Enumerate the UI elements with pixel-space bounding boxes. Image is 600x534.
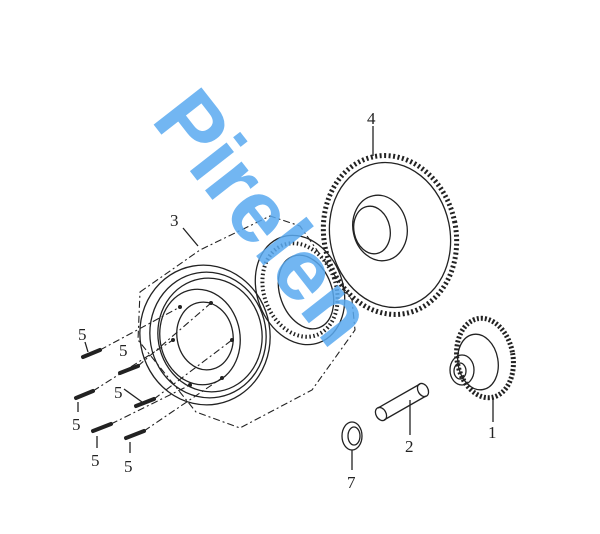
- callout-5: 5: [78, 325, 87, 344]
- callout-5: 5: [72, 415, 81, 434]
- assembly-boundary-part-3: [137, 215, 356, 429]
- callout-5: 5: [91, 451, 100, 470]
- shaft-pin-part-2: [374, 382, 430, 422]
- callout-7: 7: [347, 473, 356, 492]
- starter-gear-part-1: [449, 315, 516, 401]
- callout-3: 3: [170, 211, 179, 230]
- washer-part-7: [341, 421, 363, 451]
- callout-5: 5: [114, 383, 123, 402]
- driven-gear-part-4: [320, 153, 460, 317]
- callout-5: 5: [119, 341, 128, 360]
- leader-lines: [77, 126, 494, 470]
- one-way-clutch-bearing: [254, 234, 346, 346]
- callout-2: 2: [405, 437, 414, 456]
- flywheel-disk: [139, 264, 271, 406]
- callout-5: 5: [124, 457, 133, 476]
- callout-1: 1: [488, 423, 497, 442]
- bolt-axis-lines: [92, 302, 233, 432]
- callout-4: 4: [367, 109, 376, 128]
